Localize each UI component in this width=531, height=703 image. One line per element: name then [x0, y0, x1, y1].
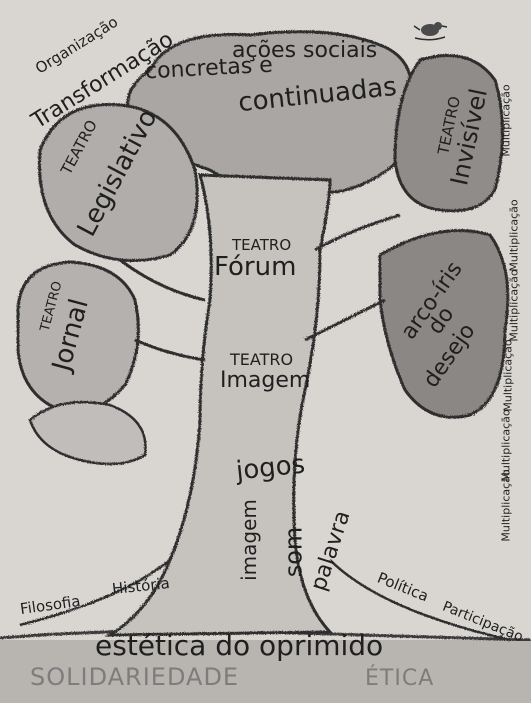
- label-etica: ÉTICA: [365, 666, 435, 691]
- label-jogos: jogos: [234, 449, 307, 487]
- label-estetica: estética do oprimido: [95, 629, 384, 662]
- label-multiplicacao-4: Multiplicação: [501, 339, 515, 412]
- root-left: [19, 559, 171, 627]
- label-teatro-forum: Fórum: [214, 252, 297, 282]
- label-multiplicacao-6: Multiplicação: [499, 469, 513, 542]
- canopy-left-bottom: [28, 400, 147, 466]
- trunk: [104, 173, 334, 637]
- label-imagem: imagem: [236, 499, 261, 581]
- canopy-right-upper: [393, 54, 504, 213]
- canopy-right-lower: [378, 229, 510, 419]
- branch-left: [119, 258, 206, 302]
- label-teatro-forum-small: TEATRO: [232, 236, 292, 254]
- label-multiplicacao-1: Multiplicação: [499, 84, 513, 157]
- root-right: [329, 559, 511, 642]
- label-acoes-sociais: ações sociais: [232, 38, 378, 63]
- bird-icon: [413, 22, 448, 41]
- label-multiplicacao-3: Multiplicação: [507, 269, 521, 342]
- branch-right-lower: [304, 298, 386, 342]
- label-multiplicacao-2: Multiplicação: [507, 199, 521, 272]
- label-solidariedade: SOLIDARIEDADE: [30, 663, 240, 691]
- canopy-left-upper: [37, 103, 199, 263]
- ground-band: [0, 640, 531, 703]
- branch-right: [314, 213, 401, 252]
- label-som: som: [279, 526, 308, 578]
- canopy-left-lower: [16, 260, 140, 414]
- label-teatro-imagem: Imagem: [220, 368, 311, 393]
- label-teatro-imagem-small: TEATRO: [230, 350, 294, 369]
- branch-left-lower: [134, 338, 206, 362]
